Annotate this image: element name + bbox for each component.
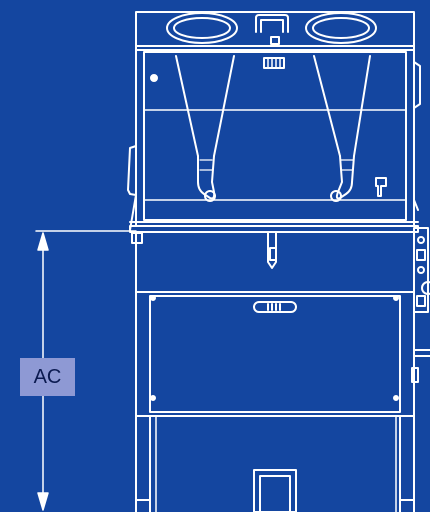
left-glove-port [166, 12, 238, 44]
left-glove [175, 55, 235, 202]
door-handle [253, 301, 297, 313]
hopper [135, 231, 415, 293]
dimension-label: AC [20, 358, 75, 396]
window-bolt [150, 74, 158, 82]
viewing-window [135, 49, 415, 226]
light-fixture [263, 57, 285, 69]
cabinet-legs [135, 415, 415, 512]
top-handle [255, 14, 289, 33]
hood-latch [270, 36, 280, 45]
control-panel [413, 227, 430, 313]
lower-door [135, 291, 415, 417]
side-handle-left [127, 145, 137, 196]
drain-box [253, 469, 297, 512]
side-bracket-right [413, 61, 421, 211]
blast-gun [375, 177, 387, 197]
right-glove-port [305, 12, 377, 44]
right-glove [313, 55, 371, 202]
cabinet-hood [135, 11, 415, 51]
